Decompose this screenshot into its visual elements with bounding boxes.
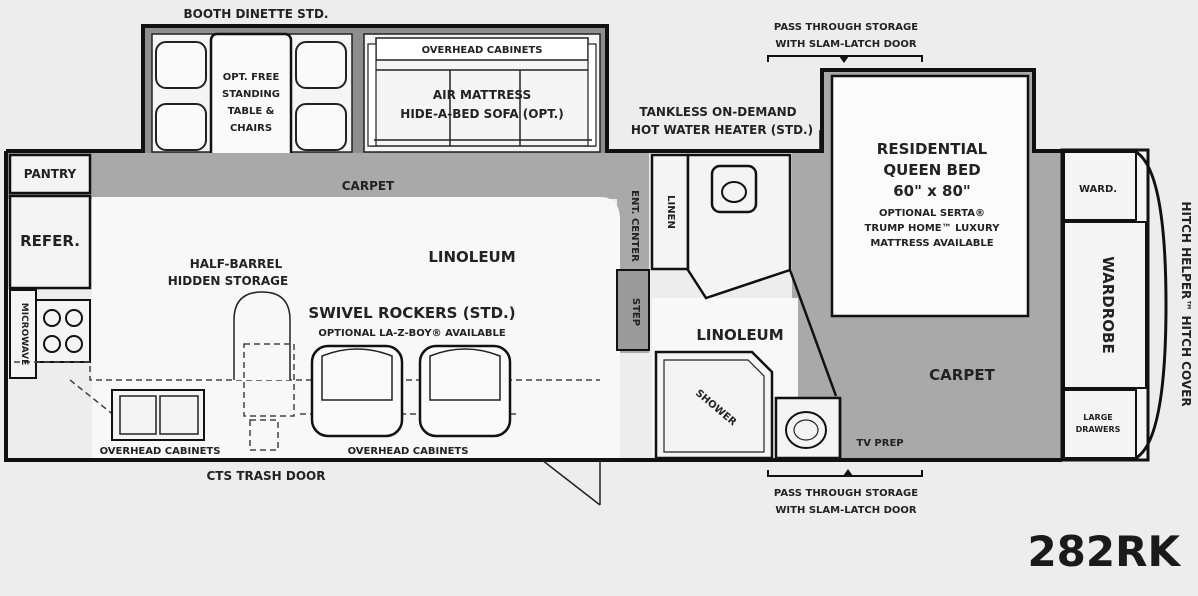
label-swivel-1: SWIVEL ROCKERS (STD.) bbox=[308, 304, 515, 322]
chair bbox=[295, 103, 347, 151]
label-cts-trash: CTS TRASH DOOR bbox=[207, 469, 326, 483]
chair bbox=[295, 41, 347, 89]
label-large-drawers-2: DRAWERS bbox=[1076, 425, 1121, 434]
label-half-barrel-1: HALF-BARREL bbox=[190, 257, 283, 271]
chair bbox=[155, 103, 207, 151]
label-half-barrel-2: HIDDEN STORAGE bbox=[168, 274, 288, 288]
label-swivel-2: OPTIONAL LA-Z-BOY® AVAILABLE bbox=[318, 328, 505, 339]
pantry bbox=[8, 153, 92, 195]
label-booth-dinette: BOOTH DINETTE STD. bbox=[184, 7, 329, 21]
label-hitch-cover: HITCH HELPER™ HITCH COVER bbox=[1179, 201, 1193, 406]
label-ent-center: ENT. CENTER bbox=[629, 190, 640, 262]
toilet bbox=[710, 164, 758, 214]
swivel-rocker bbox=[418, 344, 512, 438]
label-carpet-bed: CARPET bbox=[929, 366, 995, 384]
queen-bed bbox=[830, 74, 1030, 318]
label-sofa-2: HIDE-A-BED SOFA (OPT.) bbox=[400, 107, 563, 121]
label-bed-2: QUEEN BED bbox=[883, 161, 980, 179]
toilet-room bbox=[686, 153, 792, 300]
label-pantry: PANTRY bbox=[24, 167, 77, 181]
half-barrel-storage bbox=[233, 291, 291, 380]
dinette-slideout bbox=[141, 24, 609, 164]
label-refer: REFER. bbox=[20, 232, 80, 250]
label-linoleum-bath: LINOLEUM bbox=[696, 326, 783, 344]
label-linen: LINEN bbox=[665, 195, 676, 229]
label-bed-4: OPTIONAL SERTA® bbox=[879, 208, 985, 219]
trash-bin bbox=[249, 419, 279, 451]
large-drawers bbox=[1063, 389, 1137, 459]
small-wardrobe bbox=[1063, 151, 1137, 221]
label-table-4: CHAIRS bbox=[230, 123, 272, 134]
label-pass-top-1: PASS THROUGH STORAGE bbox=[774, 22, 918, 33]
label-bed-6: MATTRESS AVAILABLE bbox=[870, 238, 993, 249]
cooktop bbox=[35, 299, 91, 363]
label-large-drawers-1: LARGE bbox=[1083, 413, 1112, 422]
shower-enclosure bbox=[654, 350, 774, 460]
model-number: 282RK bbox=[1027, 527, 1181, 576]
label-tv-prep: TV PREP bbox=[856, 438, 903, 449]
label-table-1: OPT. FREE bbox=[223, 72, 280, 83]
label-table-3: TABLE & bbox=[228, 106, 275, 117]
label-overhead-mid: OVERHEAD CABINETS bbox=[348, 446, 469, 457]
label-carpet-top: CARPET bbox=[342, 179, 395, 193]
label-overhead-left: OVERHEAD CABINETS bbox=[100, 446, 221, 457]
label-pass-bottom-1: PASS THROUGH STORAGE bbox=[774, 488, 918, 499]
label-sofa-1: AIR MATTRESS bbox=[433, 88, 531, 102]
label-overhead-top: OVERHEAD CABINETS bbox=[422, 45, 543, 56]
wardrobe bbox=[1063, 221, 1147, 389]
label-step: STEP bbox=[630, 298, 641, 326]
label-wardrobe: WARDROBE bbox=[1099, 256, 1117, 353]
main-body bbox=[4, 55, 1168, 506]
chair bbox=[155, 41, 207, 89]
entry-door bbox=[541, 459, 601, 506]
swivel-rocker bbox=[310, 344, 404, 438]
label-table-2: STANDING bbox=[222, 89, 280, 100]
label-bed-1: RESIDENTIAL bbox=[877, 140, 988, 158]
label-pass-top-2: WITH SLAM-LATCH DOOR bbox=[775, 39, 916, 50]
label-linoleum-main: LINOLEUM bbox=[428, 248, 515, 266]
label-bed-3: 60" x 80" bbox=[893, 182, 971, 200]
refrigerator bbox=[8, 194, 92, 290]
entry-step bbox=[616, 269, 650, 351]
label-ward-small: WARD. bbox=[1079, 184, 1117, 195]
kitchen-sink bbox=[111, 389, 205, 441]
label-microwave: MICROWAVE bbox=[19, 303, 29, 365]
label-tankless-1: TANKLESS ON-DEMAND bbox=[639, 105, 796, 119]
carpet-strip bbox=[8, 153, 640, 199]
label-bed-5: TRUMP HOME™ LUXURY bbox=[865, 223, 1001, 234]
label-tankless-2: HOT WATER HEATER (STD.) bbox=[631, 123, 813, 137]
label-pass-bottom-2: WITH SLAM-LATCH DOOR bbox=[775, 505, 916, 516]
